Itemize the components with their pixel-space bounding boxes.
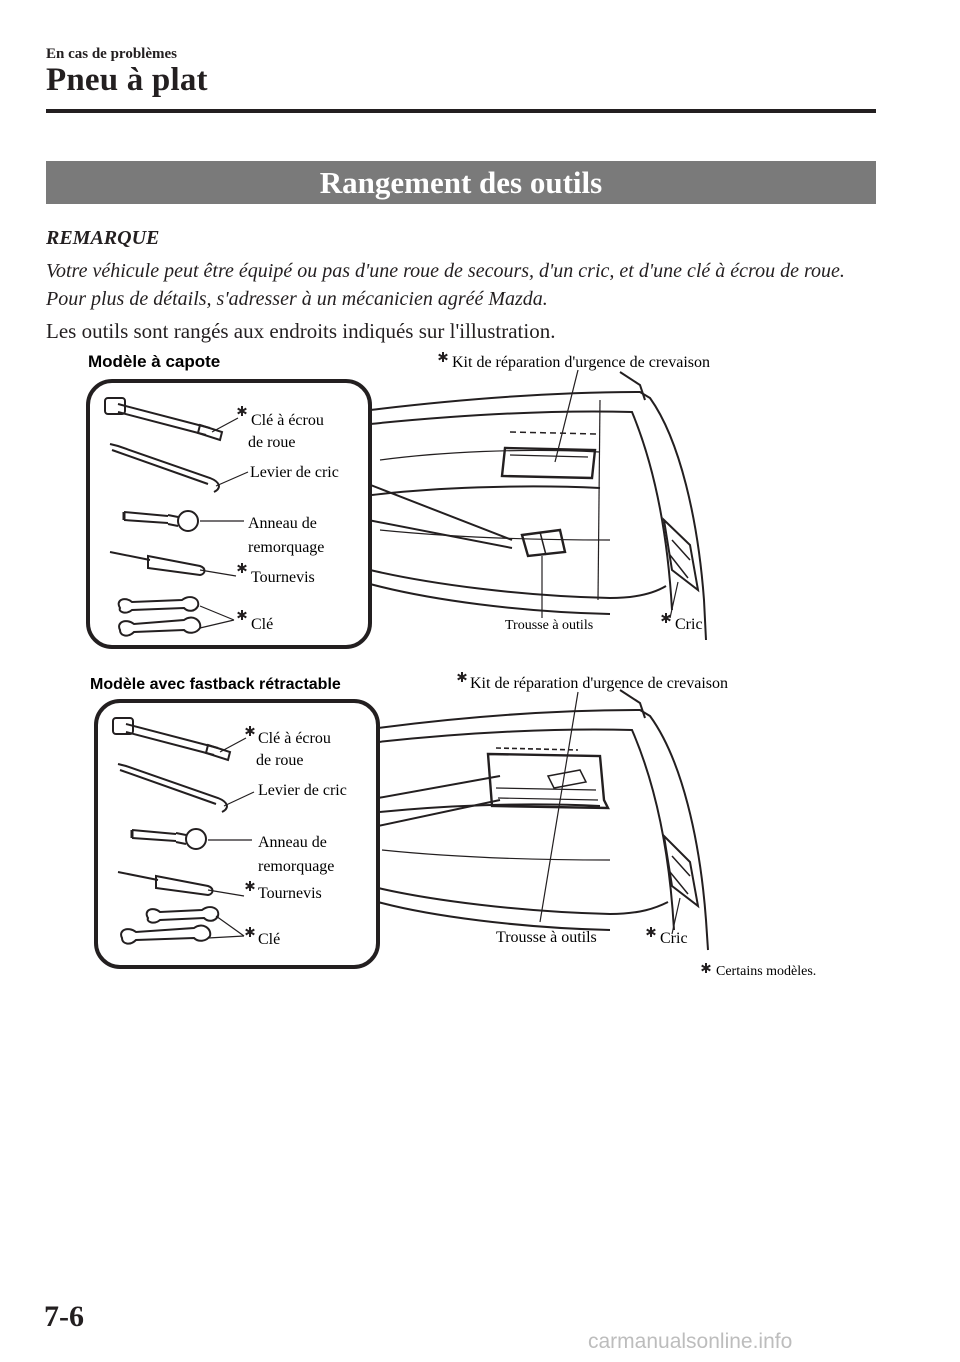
model-label: Modèle à capote	[88, 352, 220, 371]
tools-drawing	[104, 397, 224, 637]
asterisk-icon	[700, 962, 712, 974]
screwdriver-label: Tournevis	[251, 569, 315, 586]
asterisk-icon	[645, 926, 657, 938]
tools-drawing	[112, 717, 232, 945]
spanner-label: Clé	[251, 616, 273, 633]
wrench-label-2: de roue	[248, 434, 296, 451]
trunk-drawing	[377, 689, 709, 951]
section-label: En cas de problèmes	[46, 46, 177, 62]
section-banner: Rangement des outils	[46, 161, 876, 204]
note-text: Votre véhicule peut être équipé ou pas d…	[46, 260, 845, 310]
lever-label: Levier de cric	[258, 782, 347, 799]
model-label: Modèle avec fastback rétractable	[90, 676, 341, 693]
jack-label: Cric	[660, 930, 688, 947]
tools-inset	[86, 379, 372, 649]
wrench-label-2: de roue	[256, 752, 304, 769]
ring-label-2: remorquage	[258, 858, 334, 875]
trunk-drawing	[369, 371, 707, 641]
ring-label-2: remorquage	[248, 539, 324, 556]
ring-label-1: Anneau de	[258, 834, 327, 851]
footnote: Certains modèles.	[716, 964, 816, 979]
header-divider	[46, 109, 876, 113]
jack-label: Cric	[675, 616, 703, 633]
figure-soft-top: Modèle à capote	[86, 351, 710, 649]
figure-retractable-fastback: Modèle avec fastback rétractable	[90, 671, 816, 979]
kit-label: Kit de réparation d'urgence de crevaison	[452, 354, 710, 371]
tools-inset	[94, 699, 380, 969]
intro-text: Les outils sont rangés aux endroits indi…	[46, 319, 556, 343]
screwdriver-label: Tournevis	[258, 885, 322, 902]
toolbag-label: Trousse à outils	[496, 929, 597, 946]
spanner-label: Clé	[258, 931, 280, 948]
watermark: carmanualsonline.info	[588, 1330, 793, 1353]
banner-title: Rangement des outils	[319, 164, 603, 200]
asterisk-icon	[660, 612, 672, 624]
wrench-label-1: Clé à écrou	[258, 730, 331, 747]
toolbag-label: Trousse à outils	[505, 618, 593, 633]
lever-label: Levier de cric	[250, 464, 339, 481]
asterisk-icon	[437, 351, 449, 363]
kit-label: Kit de réparation d'urgence de crevaison	[470, 675, 728, 692]
wrench-label-1: Clé à écrou	[251, 412, 324, 429]
ring-label-1: Anneau de	[248, 515, 317, 532]
page-title: Pneu à plat	[46, 62, 208, 98]
asterisk-icon	[456, 671, 468, 683]
note-title: REMARQUE	[46, 227, 160, 249]
page-number: 7-6	[44, 1300, 84, 1333]
